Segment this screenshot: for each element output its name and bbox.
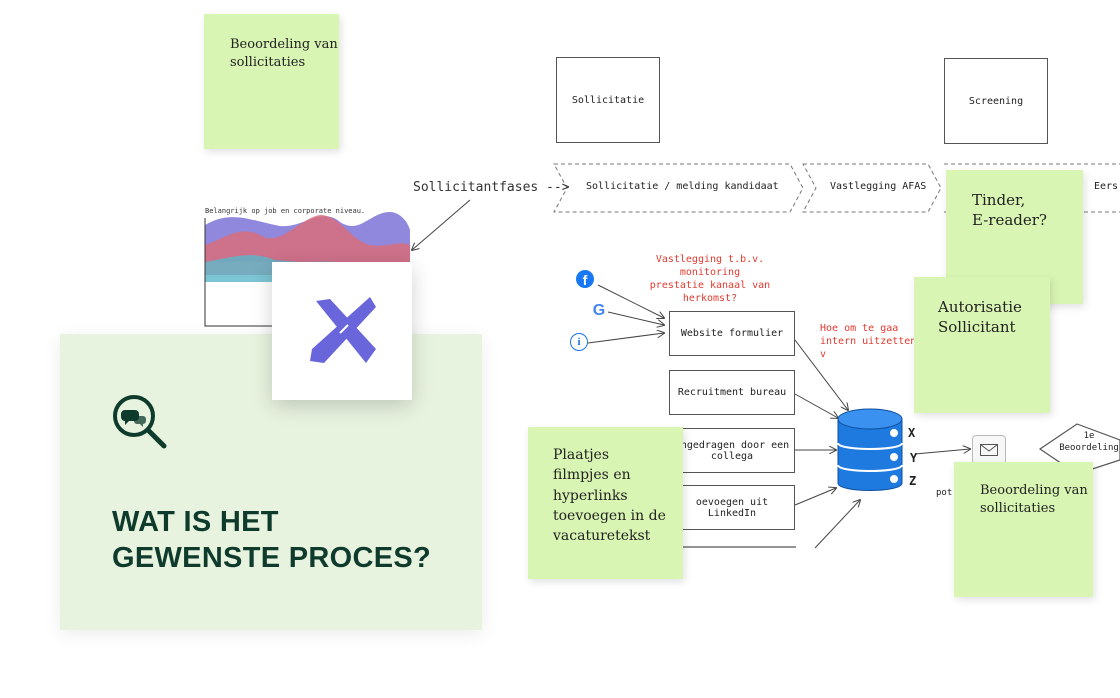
box-website-formulier-label: Website formulier bbox=[680, 328, 784, 339]
excalidraw-logo-icon bbox=[310, 297, 376, 363]
box-recruitment-bureau[interactable]: Recruitment bureau bbox=[669, 370, 795, 415]
sticky-autorisatie[interactable]: Autorisatie Sollicitant bbox=[914, 277, 1050, 413]
note-monitoring: Vastlegging t.b.v. monitoring prestatie … bbox=[649, 254, 771, 304]
box-website-formulier[interactable]: Website formulier bbox=[669, 311, 795, 356]
chat-search-icon bbox=[113, 395, 167, 449]
arrow-info bbox=[587, 333, 664, 344]
chart-caption: Belangrijk op job en corporate niveau. bbox=[205, 207, 366, 215]
box-sollicitatie[interactable]: Sollicitatie bbox=[556, 57, 660, 143]
phase-arrow bbox=[412, 199, 471, 250]
note-intern: Hoe om te gaa intern uitzetten v bbox=[820, 323, 917, 360]
hero-panel: WAT IS HET GEWENSTE PROCES? bbox=[60, 334, 482, 630]
phase-fases-label: Sollicitantfases --> bbox=[413, 180, 570, 195]
phase-label-3: Eers bbox=[1094, 181, 1119, 192]
database-icon[interactable] bbox=[832, 405, 912, 495]
box-recruitment-bureau-label: Recruitment bureau bbox=[677, 387, 787, 398]
sticky-plaatjes-text: Plaatjes filmpjes en hyperlinks toevoege… bbox=[553, 447, 666, 545]
box-toevoegen-linkedin[interactable]: oevoegen uit LinkedIn bbox=[669, 485, 795, 530]
diamond-label: 1e Beoordeling bbox=[1059, 431, 1119, 453]
box-toevoegen-linkedin-label: oevoegen uit LinkedIn bbox=[695, 496, 769, 519]
box-aangedragen[interactable]: angedragen door een collega bbox=[669, 428, 795, 473]
pot-label: pot bbox=[936, 488, 953, 498]
arrow-facebook bbox=[597, 284, 664, 318]
db-label-z: Z bbox=[909, 474, 917, 488]
google-icon[interactable]: G bbox=[592, 302, 606, 319]
sticky-plaatjes[interactable]: Plaatjes filmpjes en hyperlinks toevoege… bbox=[528, 427, 683, 579]
box-screening[interactable]: Screening bbox=[944, 58, 1048, 144]
arrow-linkedin-db bbox=[794, 488, 836, 506]
sticky-beoordeling-top-text: Beoordeling van sollicitaties bbox=[230, 37, 338, 70]
sticky-beoordeling-right[interactable]: Beoordeling van sollicitaties bbox=[954, 462, 1093, 597]
phase-label-2: Vastlegging AFAS bbox=[830, 181, 927, 192]
db-label-y: Y bbox=[910, 451, 918, 465]
arrow-google bbox=[607, 311, 664, 325]
hero-title: WAT IS HET GEWENSTE PROCES? bbox=[112, 504, 431, 577]
sticky-autorisatie-text: Autorisatie Sollicitant bbox=[938, 298, 1022, 337]
sticky-beoordeling-right-text: Beoordeling van sollicitaties bbox=[980, 483, 1088, 516]
hero-title-line1: WAT IS HET bbox=[112, 506, 279, 538]
arrow-db-mail bbox=[914, 449, 970, 455]
hero-title-line2: GEWENSTE PROCES? bbox=[112, 542, 431, 575]
facebook-icon[interactable]: f bbox=[576, 270, 594, 288]
box-screening-label: Screening bbox=[968, 95, 1024, 107]
mail-icon[interactable] bbox=[972, 435, 1006, 465]
box-sollicitatie-label: Sollicitatie bbox=[571, 94, 645, 106]
sticky-beoordeling-top[interactable]: Beoordeling van sollicitaties bbox=[204, 14, 339, 149]
phase-chevron-1 bbox=[553, 163, 804, 213]
arrow-bottom-db bbox=[814, 500, 860, 549]
box-aangedragen-label: angedragen door een collega bbox=[674, 439, 790, 462]
arrow-recruitment-db bbox=[794, 393, 838, 418]
info-icon[interactable]: i bbox=[570, 333, 588, 351]
phase-label-1: Sollicitatie / melding kandidaat bbox=[586, 181, 779, 192]
sticky-tinder-text: Tinder, E-reader? bbox=[972, 191, 1047, 230]
excalidraw-logo-card bbox=[272, 262, 412, 400]
arrow-website-db bbox=[794, 339, 848, 410]
db-label-x: X bbox=[908, 426, 916, 440]
phase-chevron-2 bbox=[802, 163, 942, 213]
